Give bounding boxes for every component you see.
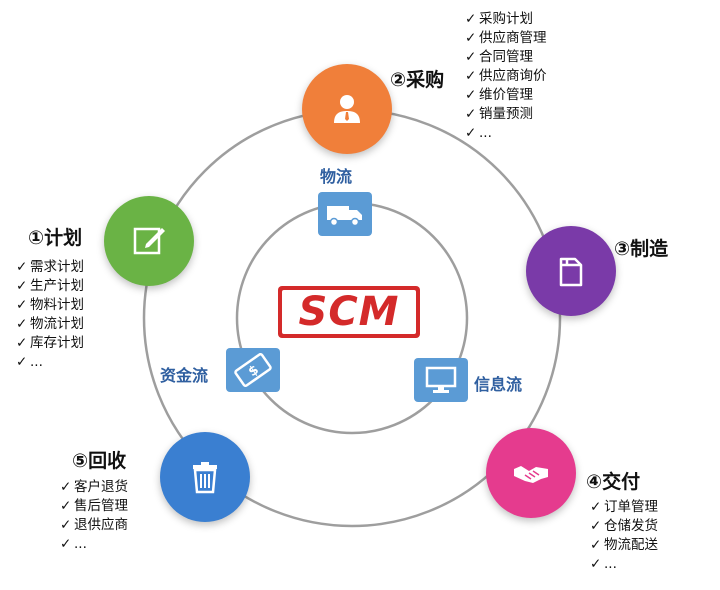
monitor-icon <box>425 366 457 393</box>
check-icon: ✓ <box>16 278 28 294</box>
plan-items: ✓需求计划✓生产计划✓物料计划✓物流计划✓库存计划✓... <box>16 258 84 372</box>
manufacture-title: ③制造 <box>614 238 669 260</box>
list-item-text: 采购计划 <box>479 11 533 27</box>
delivery-node <box>486 428 576 518</box>
capital-flow-box: $ <box>226 348 280 392</box>
check-icon: ✓ <box>16 335 28 351</box>
purchase-title: ②采购 <box>390 69 445 91</box>
list-item: ✓... <box>590 555 658 574</box>
edit-icon <box>133 227 165 255</box>
list-item-text: 销量预测 <box>479 106 533 122</box>
scm-logo-text: SCM <box>298 289 400 335</box>
list-item-text: 退供应商 <box>74 517 128 533</box>
logistics-flow-label: 物流 <box>320 167 353 186</box>
list-item: ✓物料计划 <box>16 296 84 315</box>
check-icon: ✓ <box>16 354 28 370</box>
handshake-icon <box>514 466 548 483</box>
list-item: ✓... <box>60 535 128 554</box>
check-icon: ✓ <box>465 11 477 27</box>
list-item-text: 供应商管理 <box>479 30 547 46</box>
information-flow-label: 信息流 <box>474 375 523 394</box>
plan-title: ①计划 <box>28 227 83 249</box>
list-item-text: 物流计划 <box>30 316 84 332</box>
check-icon: ✓ <box>465 125 477 141</box>
list-item: ✓订单管理 <box>590 498 658 517</box>
purchase-items: ✓采购计划✓供应商管理✓合同管理✓供应商询价✓维价管理✓销量预测✓... <box>465 10 547 143</box>
check-icon: ✓ <box>16 316 28 332</box>
plan-node <box>104 196 194 286</box>
return-items: ✓客户退货✓售后管理✓退供应商✓... <box>60 478 128 554</box>
list-item-text: 供应商询价 <box>479 68 547 84</box>
trash-icon <box>193 462 217 494</box>
list-item: ✓供应商询价 <box>465 67 547 86</box>
list-item-text: 仓储发货 <box>604 518 658 534</box>
manufacture-node <box>526 226 616 316</box>
purchase-node <box>302 64 392 154</box>
check-icon: ✓ <box>465 49 477 65</box>
person-icon <box>334 95 360 123</box>
check-icon: ✓ <box>60 536 72 552</box>
list-item-text: 售后管理 <box>74 498 128 514</box>
truck-icon <box>327 206 362 227</box>
list-item: ✓销量预测 <box>465 105 547 124</box>
list-item: ✓仓储发货 <box>590 517 658 536</box>
list-item-text: 客户退货 <box>74 479 128 495</box>
list-item-text: 生产计划 <box>30 278 84 294</box>
list-item: ✓退供应商 <box>60 516 128 535</box>
list-item-text: 物流配送 <box>604 537 658 553</box>
information-flow-box <box>414 358 468 402</box>
list-item: ✓合同管理 <box>465 48 547 67</box>
list-item: ✓... <box>465 124 547 143</box>
return-title: ⑤回收 <box>72 450 127 472</box>
list-item-text: ... <box>74 536 87 552</box>
list-item-text: 物料计划 <box>30 297 84 313</box>
list-item-text: ... <box>30 354 43 370</box>
list-item-text: 合同管理 <box>479 49 533 65</box>
list-item: ✓客户退货 <box>60 478 128 497</box>
capital-flow-label: 资金流 <box>160 366 209 385</box>
list-item-text: 需求计划 <box>30 259 84 275</box>
box-icon <box>559 257 583 287</box>
scm-logo: SCM <box>278 286 420 338</box>
list-item-text: ... <box>604 556 617 572</box>
check-icon: ✓ <box>590 537 602 553</box>
check-icon: ✓ <box>465 106 477 122</box>
list-item: ✓需求计划 <box>16 258 84 277</box>
check-icon: ✓ <box>590 556 602 572</box>
check-icon: ✓ <box>16 259 28 275</box>
return-node <box>160 432 250 522</box>
list-item-text: 库存计划 <box>30 335 84 351</box>
list-item: ✓物流计划 <box>16 315 84 334</box>
check-icon: ✓ <box>465 30 477 46</box>
list-item-text: ... <box>479 125 492 141</box>
check-icon: ✓ <box>16 297 28 313</box>
delivery-title: ④交付 <box>586 471 641 493</box>
list-item-text: 维价管理 <box>479 87 533 103</box>
check-icon: ✓ <box>465 68 477 84</box>
check-icon: ✓ <box>590 518 602 534</box>
list-item: ✓物流配送 <box>590 536 658 555</box>
list-item: ✓生产计划 <box>16 277 84 296</box>
check-icon: ✓ <box>465 87 477 103</box>
list-item: ✓采购计划 <box>465 10 547 29</box>
list-item: ✓售后管理 <box>60 497 128 516</box>
check-icon: ✓ <box>590 499 602 515</box>
list-item: ✓维价管理 <box>465 86 547 105</box>
check-icon: ✓ <box>60 498 72 514</box>
list-item: ✓... <box>16 353 84 372</box>
check-icon: ✓ <box>60 479 72 495</box>
money-icon: $ <box>234 353 272 387</box>
list-item-text: 订单管理 <box>604 499 658 515</box>
list-item: ✓库存计划 <box>16 334 84 353</box>
delivery-items: ✓订单管理✓仓储发货✓物流配送✓... <box>590 498 658 574</box>
check-icon: ✓ <box>60 517 72 533</box>
list-item: ✓供应商管理 <box>465 29 547 48</box>
logistics-flow-box <box>318 192 372 236</box>
